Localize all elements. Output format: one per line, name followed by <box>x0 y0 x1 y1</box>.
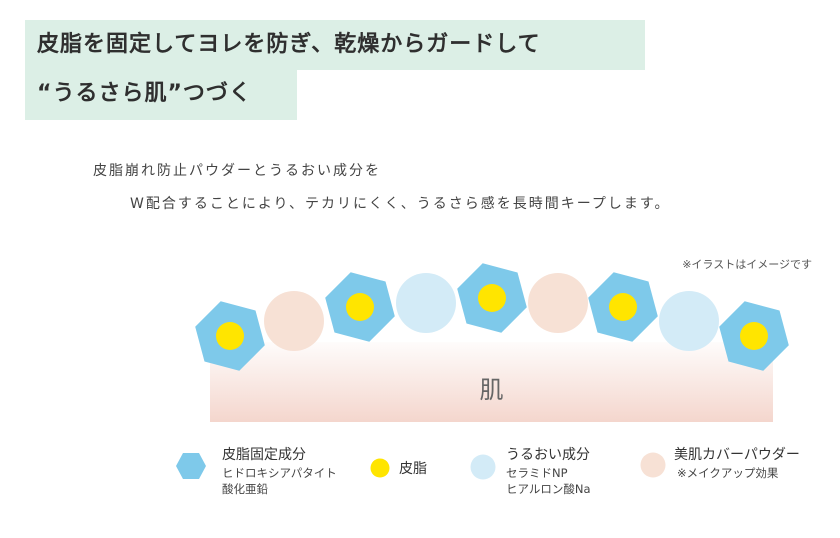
skin-layer: 肌 <box>210 342 773 422</box>
legend-cover-label: 美肌カバーパウダー <box>674 447 800 463</box>
moisture-particle <box>396 273 456 333</box>
sebum-dot <box>346 293 374 321</box>
cover-legend-icon <box>640 452 666 478</box>
cover-powder-particle <box>528 273 588 333</box>
sebum-dot <box>216 322 244 350</box>
legend-fix-sub-1: ヒドロキシアパタイト <box>222 466 337 480</box>
skin-label: 肌 <box>479 376 504 404</box>
sebum-legend-icon <box>370 458 390 478</box>
moist-legend-icon <box>470 454 496 480</box>
hexagon-legend-icon <box>176 453 206 479</box>
legend-moist-label: うるおい成分 <box>506 447 590 463</box>
description-line-2: W配合することにより、テカリにくく、うるさら感を長時間キープします。 <box>130 196 671 212</box>
legend-sebum-label: 皮脂 <box>399 461 427 477</box>
cover-powder-particle <box>264 291 324 351</box>
legend-fix-label: 皮脂固定成分 <box>222 447 306 463</box>
description-line-1: 皮脂崩れ防止パウダーとうるおい成分を <box>93 163 381 179</box>
legend-moist-sub-2: ヒアルロン酸Na <box>506 482 591 496</box>
headline-line-1: 皮脂を固定してヨレを防ぎ、乾燥からガードして <box>25 20 645 70</box>
illustration-note: ※イラストはイメージです <box>682 258 812 271</box>
sebum-dot <box>609 293 637 321</box>
headline-line-2: “うるさら肌”つづく <box>25 70 297 120</box>
legend-moist-sub-1: セラミドNP <box>506 466 568 480</box>
sebum-dot <box>478 284 506 312</box>
legend-cover-sub-1: ※メイクアップ効果 <box>677 466 779 480</box>
sebum-dot <box>740 322 768 350</box>
legend-fix-sub-2: 酸化亜鉛 <box>222 482 268 496</box>
moisture-particle <box>659 291 719 351</box>
